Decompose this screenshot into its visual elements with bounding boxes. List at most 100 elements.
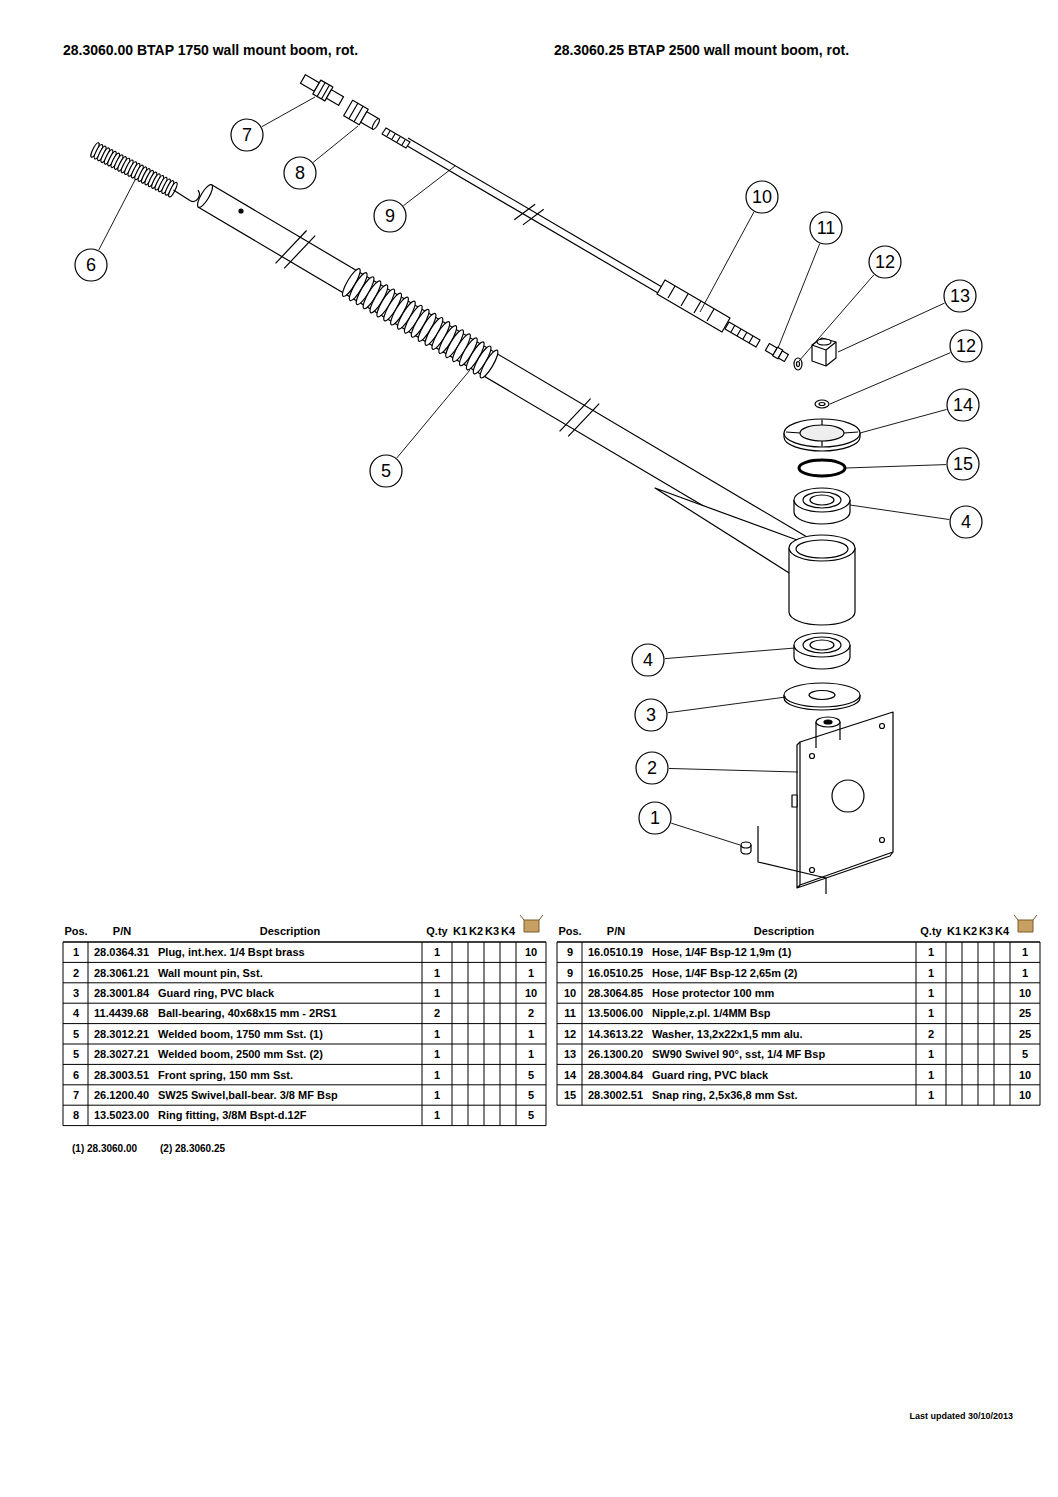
- table-grid: [500, 942, 501, 1126]
- position-number: 10: [564, 987, 576, 999]
- table-header: K2: [963, 925, 977, 937]
- wall-mount-pin: [880, 724, 885, 729]
- callout-number: 12: [875, 253, 895, 271]
- table-grid: [63, 1084, 546, 1085]
- wall-mount-pin: [810, 868, 815, 873]
- plug: [741, 842, 751, 854]
- kit-icon: [1018, 920, 1033, 932]
- part-number: 28.3004.84: [588, 1069, 643, 1081]
- quantity: 1: [928, 1069, 934, 1081]
- welded-boom: [239, 209, 243, 213]
- ring-fitting: [349, 103, 363, 122]
- break-marks: [568, 404, 599, 437]
- washer: [794, 358, 802, 370]
- callout-ring: [75, 249, 107, 281]
- position-number: 13: [564, 1048, 576, 1060]
- part-number: 28.3012.21: [94, 1028, 149, 1040]
- table-grid: [557, 1064, 1040, 1065]
- part-number: 28.3027.21: [94, 1048, 149, 1060]
- kit-quantity: 5: [528, 1089, 534, 1101]
- description: Wall mount pin, Sst.: [158, 967, 263, 979]
- table-grid: [452, 942, 453, 1126]
- table-grid: [63, 962, 546, 963]
- quantity: 1: [928, 1089, 934, 1101]
- callout-number: 6: [86, 256, 96, 274]
- table-grid: [484, 942, 485, 1126]
- position-number: 1: [73, 946, 79, 958]
- position-number: 5: [73, 1028, 79, 1040]
- welded-boom: [655, 488, 797, 578]
- leader-lines: [99, 97, 951, 845]
- welded-boom: [195, 183, 215, 209]
- footnote: (1) 28.3060.00: [72, 1143, 137, 1154]
- ball-bearing: [810, 495, 834, 505]
- callout-ring: [944, 280, 976, 312]
- callout-circle: 2: [635, 751, 669, 785]
- kit-quantity: 25: [1019, 1028, 1031, 1040]
- part-number: 16.0510.25: [588, 967, 643, 979]
- callout-number: 4: [643, 651, 653, 669]
- plug: [741, 845, 751, 854]
- table-grid: [557, 1023, 1040, 1024]
- position-number: 12: [564, 1028, 576, 1040]
- callout-circle: 12: [868, 245, 902, 279]
- callout-ring: [636, 752, 668, 784]
- callout-ring: [950, 506, 982, 538]
- swivel-fitting: [326, 90, 343, 106]
- callout-ring: [370, 455, 402, 487]
- quantity: 2: [434, 1007, 440, 1019]
- description: SW25 Swivel,ball-bear. 3/8 MF Bsp: [158, 1089, 338, 1101]
- elbow-swivel: [817, 339, 831, 345]
- front-spring: [173, 180, 202, 203]
- quantity: 1: [928, 1007, 934, 1019]
- ring-fitting: [344, 100, 382, 133]
- table-grid: [557, 942, 558, 1105]
- position-number: 9: [567, 967, 573, 979]
- description: Nipple,z.pl. 1/4MM Bsp: [652, 1007, 771, 1019]
- table-grid: [546, 942, 547, 1126]
- leader-lines: [262, 97, 315, 127]
- table-header: Pos.: [558, 925, 581, 937]
- wall-mount-pin: [792, 712, 893, 888]
- description: Washer, 13,2x22x1,5 mm alu.: [652, 1028, 803, 1040]
- callout-ring: [950, 330, 982, 362]
- position-number: 2: [73, 967, 79, 979]
- position-number: 8: [73, 1109, 79, 1121]
- kit-icon: [524, 920, 539, 932]
- part-number: 14.3613.22: [588, 1028, 643, 1040]
- washer: [797, 362, 800, 367]
- hose: [404, 138, 662, 293]
- nipple: [778, 351, 788, 361]
- table-grid: [916, 942, 917, 1105]
- table-header: K4: [501, 925, 515, 937]
- callout-number: 12: [956, 337, 976, 355]
- leader-lines: [838, 303, 945, 352]
- callout-number: 10: [752, 188, 772, 206]
- kit-quantity: 10: [525, 987, 537, 999]
- position-number: 3: [73, 987, 79, 999]
- table-grid: [557, 941, 1040, 943]
- table-grid: [468, 942, 469, 1126]
- table-grid: [63, 942, 1040, 1126]
- part-number: 28.0364.31: [94, 946, 149, 958]
- boom-bellows: [477, 348, 500, 380]
- ball-bearing: [794, 488, 850, 512]
- table-grid: [63, 982, 546, 983]
- description: Welded boom, 1750 mm Sst. (1): [158, 1028, 323, 1040]
- guard-ring: [784, 683, 860, 707]
- welded-boom: [195, 183, 807, 578]
- part-number: 26.1300.20: [588, 1048, 643, 1060]
- callout-circle: 13: [943, 279, 977, 313]
- description: SW90 Swivel 90°, sst, 1/4 MF Bsp: [652, 1048, 825, 1060]
- callout-circle: 15: [946, 447, 980, 481]
- leader-lines: [799, 275, 874, 361]
- table-grid: [946, 942, 947, 1105]
- guard-ring: [784, 683, 860, 710]
- table-grid: [557, 962, 1040, 963]
- callout-circle: 11: [809, 211, 843, 245]
- table-header: Q.ty: [920, 925, 941, 937]
- leader-lines: [700, 212, 754, 312]
- washer: [794, 358, 802, 370]
- footnote: (2) 28.3060.25: [160, 1143, 225, 1154]
